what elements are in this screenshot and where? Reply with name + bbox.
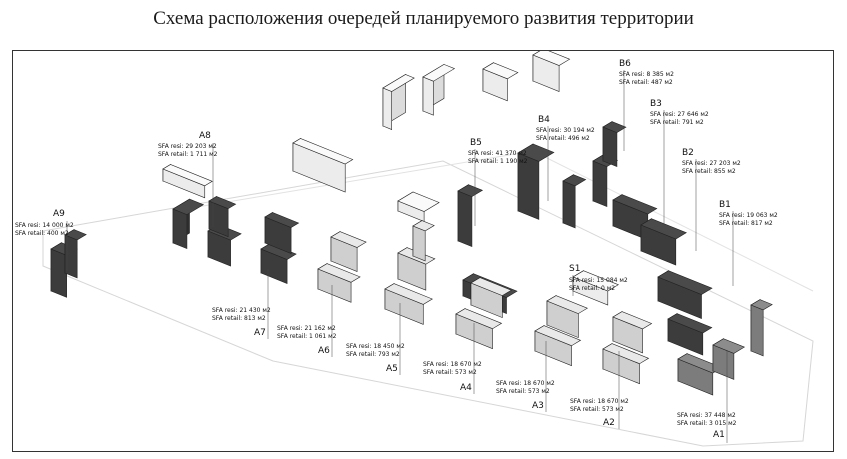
zone-a9-sfa-resi: SFA resi: 14 000 м2: [15, 222, 74, 229]
zone-b3-sfa-retail: SFA retail: 791 м2: [650, 119, 704, 126]
zone-a5-sfa-retail: SFA retail: 793 м2: [346, 351, 400, 358]
building-a1-1: [677, 353, 723, 396]
building-a4-1: [455, 308, 503, 350]
zone-b4-sfa-retail: SFA retail: 496 м2: [536, 135, 590, 142]
zone-label-b2: B2: [682, 148, 694, 158]
zone-label-a4: A4: [460, 383, 472, 393]
zone-label-a8: A8: [199, 131, 211, 141]
zone-s1-sfa-resi: SFA resi: 15 084 м2: [569, 277, 628, 284]
zone-label-b4: B4: [538, 115, 550, 125]
zone-b6-sfa-retail: SFA retail: 487 м2: [619, 79, 673, 86]
zone-b5-sfa-resi: SFA resi: 41 370 м2: [468, 150, 527, 157]
zone-label-a6: A6: [318, 346, 330, 356]
building-a8-1: [172, 198, 205, 250]
building-b3-1: [612, 194, 658, 241]
building-a8-3: [208, 195, 237, 238]
building-b4-2: [562, 174, 587, 229]
zone-label-b1: B1: [719, 200, 731, 210]
zone-label-a1: A1: [713, 430, 725, 440]
zone-a3-sfa-retail: SFA retail: 573 м2: [496, 388, 550, 395]
building-a6-2: [330, 231, 367, 272]
building-a7-2: [264, 211, 300, 254]
building-a3-2: [546, 295, 588, 339]
zone-b3-sfa-resi: SFA resi: 27 646 м2: [650, 111, 709, 118]
building-a5-1: [384, 283, 433, 325]
page-title: Схема расположения очередей планируемого…: [153, 8, 694, 29]
context-building-2: [422, 63, 456, 116]
building-b6-2: [602, 121, 627, 168]
zone-label-a9: A9: [53, 209, 65, 219]
zone-b1-sfa-resi: SFA resi: 19 063 м2: [719, 212, 778, 219]
context-building-1: [382, 73, 415, 130]
building-b1-1: [657, 270, 713, 319]
zone-label-a3: A3: [532, 401, 544, 411]
zone-a1-sfa-retail: SFA retail: 3 015 м2: [677, 420, 737, 427]
building-a6-1: [317, 263, 361, 303]
zone-a7-sfa-retail: SFA retail: 813 м2: [212, 315, 266, 322]
context-building-5: [292, 137, 354, 193]
zone-b6-sfa-resi: SFA resi: 8 385 м2: [619, 71, 674, 78]
building-a3-1: [534, 325, 582, 367]
zone-label-a7: A7: [254, 328, 266, 338]
zone-a5-sfa-resi: SFA resi: 18 450 м2: [346, 343, 405, 350]
zone-a4-sfa-resi: SFA resi: 18 670 м2: [423, 361, 482, 368]
zone-a2-sfa-retail: SFA retail: 573 м2: [570, 406, 624, 413]
zone-b4-sfa-resi: SFA resi: 30 194 м2: [536, 127, 595, 134]
building-b5-1: [457, 184, 484, 248]
zone-a8-sfa-retail: SFA retail: 1 711 м2: [158, 151, 218, 158]
building-a5-3: [412, 220, 435, 262]
zone-label-b5: B5: [470, 138, 482, 148]
building-b4-1: [517, 143, 555, 220]
zone-s1-sfa-retail: SFA retail: 0 м2: [569, 285, 616, 292]
context-building-3: [482, 62, 519, 102]
zone-a6-sfa-resi: SFA resi: 21 162 м2: [277, 325, 336, 332]
buildings-layer: [50, 51, 773, 396]
building-a9-1: [50, 242, 78, 298]
building-a2-2: [612, 311, 653, 354]
building-b2-1: [640, 218, 687, 266]
zone-label-a2: A2: [603, 418, 615, 428]
building-b1-2: [667, 313, 713, 356]
zone-a4-sfa-retail: SFA retail: 573 м2: [423, 369, 477, 376]
zone-b1-sfa-retail: SFA retail: 817 м2: [719, 220, 773, 227]
context-building-a8: [162, 163, 213, 199]
building-a7-1: [260, 243, 297, 284]
site-plan-drawing: [42, 51, 814, 447]
building-a1-2: [712, 338, 746, 380]
zone-a3-sfa-resi: SFA resi: 18 670 м2: [496, 380, 555, 387]
zone-b5-sfa-retail: SFA retail: 1 190 м2: [468, 158, 528, 165]
zone-label-a5: A5: [386, 364, 398, 374]
site-boundary: [42, 160, 814, 447]
building-a1-3: [750, 299, 773, 357]
zone-a7-sfa-resi: SFA resi: 21 430 м2: [212, 307, 271, 314]
zone-a2-sfa-resi: SFA resi: 18 670 м2: [570, 398, 629, 405]
building-b6-1: [592, 154, 619, 208]
leader-lines-layer: [66, 70, 734, 443]
building-a2-1: [602, 343, 650, 385]
zone-a9-sfa-retail: SFA retail: 400 м2: [15, 230, 69, 237]
site-plan-diagram: A1 SFA resi: 37 448 м2 SFA retail: 3 015…: [12, 50, 834, 452]
building-s1: [572, 270, 619, 306]
context-building-4: [532, 51, 571, 92]
zone-label-b6: B6: [619, 59, 631, 69]
building-a4-2: [470, 277, 512, 319]
zone-a8-sfa-resi: SFA resi: 29 203 м2: [158, 143, 217, 150]
zone-b2-sfa-retail: SFA retail: 855 м2: [682, 168, 736, 175]
zone-label-s1: S1: [569, 264, 581, 274]
context-building-6: [397, 191, 440, 222]
zone-label-b3: B3: [650, 99, 662, 109]
zone-b2-sfa-resi: SFA resi: 27 203 м2: [682, 160, 741, 167]
zone-a1-sfa-resi: SFA resi: 37 448 м2: [677, 412, 736, 419]
zone-a6-sfa-retail: SFA retail: 1 061 м2: [277, 333, 337, 340]
